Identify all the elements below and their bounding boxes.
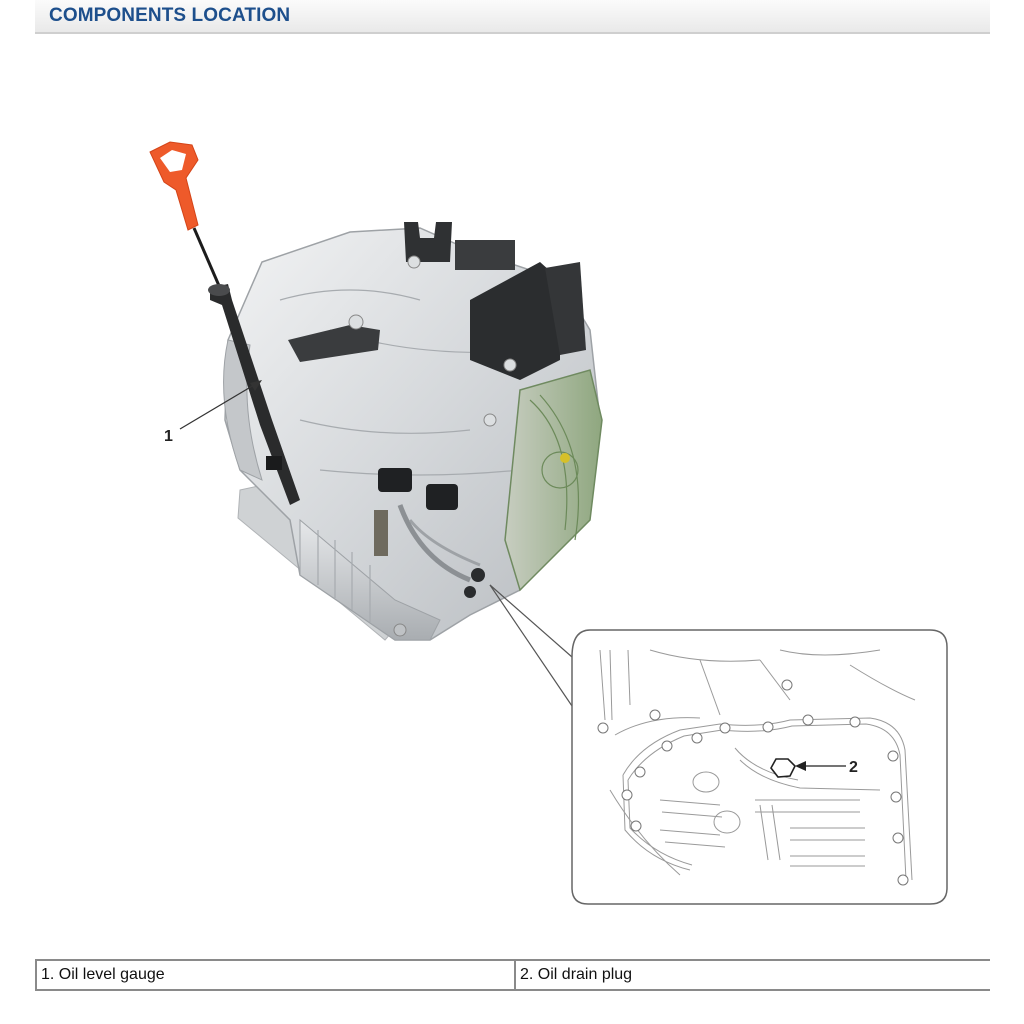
oil-level-gauge-illustration xyxy=(149,141,300,505)
components-figure: 1 xyxy=(149,141,948,905)
oil-pan-detail-inset xyxy=(571,629,948,905)
transaxle-photo xyxy=(223,222,603,641)
legend-row: 1. Oil level gauge 2. Oil drain plug xyxy=(35,959,990,991)
section-header: COMPONENTS LOCATION xyxy=(35,0,990,34)
svg-text:2: 2 xyxy=(849,759,858,776)
callout-1: 1 xyxy=(164,380,262,445)
svg-text:1: 1 xyxy=(164,428,173,445)
components-legend-table: 1. Oil level gauge 2. Oil drain plug xyxy=(35,959,990,991)
drain-plug-hex-icon xyxy=(770,758,796,778)
detail-leader-lines xyxy=(489,584,573,707)
legend-item-oil-drain-plug: 2. Oil drain plug xyxy=(514,959,990,991)
page-title: COMPONENTS LOCATION xyxy=(49,5,291,26)
legend-item-oil-level-gauge: 1. Oil level gauge xyxy=(35,959,516,991)
callout-2: 2 xyxy=(795,759,858,776)
